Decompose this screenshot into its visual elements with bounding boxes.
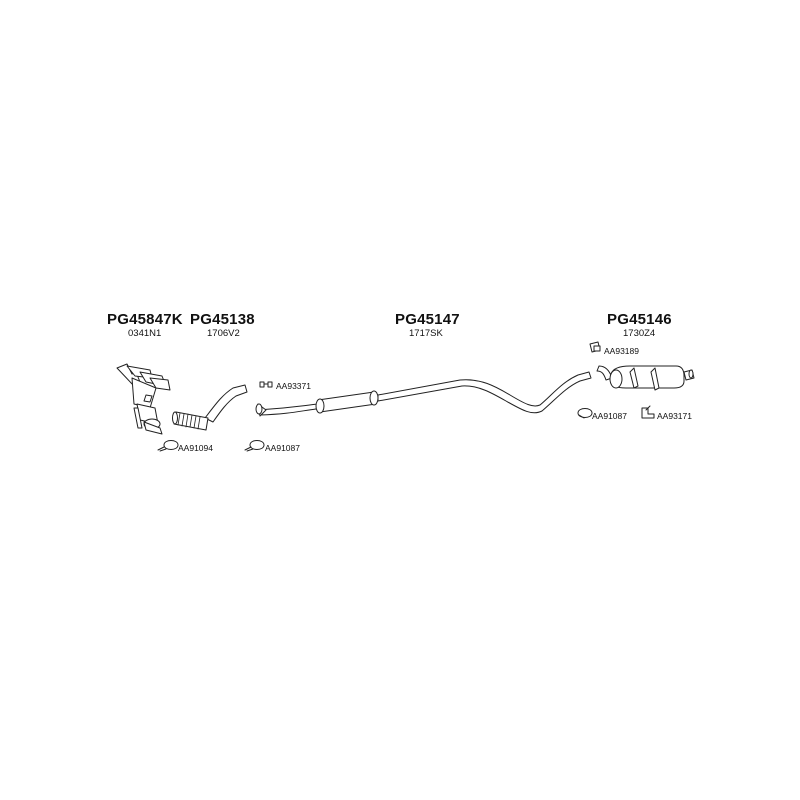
middle-pipe <box>255 371 592 417</box>
clamp-rear-icon <box>577 408 593 419</box>
accessory-label-mount-rear: AA93171 <box>657 411 692 421</box>
ref-code-catalyst: 0341N1 <box>128 328 162 339</box>
accessory-label-hanger-rear: AA93189 <box>604 346 639 356</box>
clamp-front-icon <box>157 440 179 452</box>
flex-pipe <box>172 384 248 431</box>
clamp-mid-icon <box>244 440 265 452</box>
catalytic-converter-manifold <box>116 363 171 435</box>
part-code-flex-pipe: PG45138 <box>190 311 255 328</box>
hanger-rear-icon <box>589 341 601 353</box>
ref-code-middle-silencer: 1717SK <box>409 328 443 339</box>
accessory-label-clamp-front: AA91094 <box>178 443 213 453</box>
accessory-label-hanger-mid: AA93371 <box>276 381 311 391</box>
ref-code-flex-pipe: 1706V2 <box>207 328 240 339</box>
accessory-label-clamp-rear: AA91087 <box>592 411 627 421</box>
rear-silencer <box>596 365 695 391</box>
mount-rear-icon <box>641 405 655 419</box>
part-code-catalyst: PG45847K <box>107 311 183 328</box>
hanger-mid-icon <box>259 381 273 388</box>
ref-code-rear-silencer: 1730Z4 <box>623 328 656 339</box>
accessory-label-clamp-mid: AA91087 <box>265 443 300 453</box>
part-code-middle-silencer: PG45147 <box>395 311 460 328</box>
part-code-rear-silencer: PG45146 <box>607 311 672 328</box>
